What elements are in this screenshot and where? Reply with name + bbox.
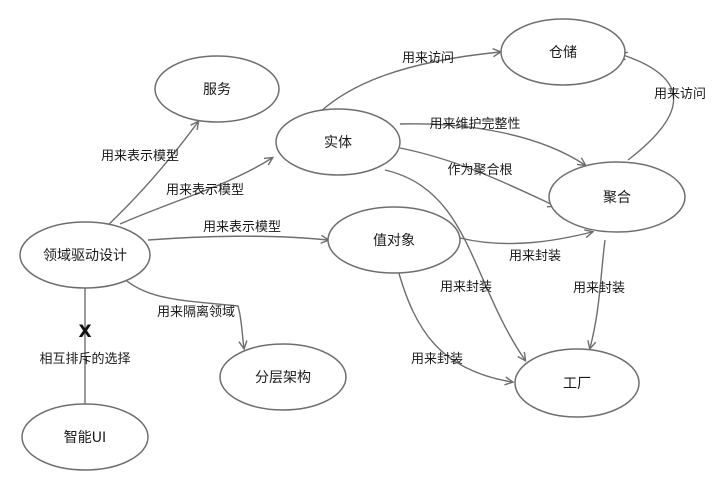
- edge-label-entity-factory: 用来封装: [440, 280, 492, 295]
- edge-label-entity-agg-integrity: 用来维护完整性: [429, 117, 520, 132]
- edge-label-agg-repo: 用来访问: [654, 87, 706, 102]
- node-smart-ui-label: 智能UI: [64, 430, 106, 446]
- edge-label-ddd-entity: 用来表示模型: [166, 183, 244, 198]
- edge-label-ddd-layered: 用来隔离领域: [157, 304, 235, 320]
- mutually-exclusive-x-mark: X: [78, 322, 91, 342]
- node-factory: 工厂: [514, 348, 640, 418]
- node-entity: 实体: [275, 108, 401, 176]
- node-ddd-label: 领域驱动设计: [43, 248, 127, 264]
- node-smart-ui: 智能UI: [21, 403, 149, 471]
- node-layered-label: 分层架构: [255, 370, 311, 386]
- node-value-object-label: 值对象: [373, 233, 415, 249]
- edge-aggregate-to-factory: [590, 239, 606, 348]
- node-ddd: 领域驱动设计: [19, 221, 151, 289]
- node-value-object: 值对象: [327, 206, 461, 274]
- edge-ddd-to-layered: [119, 274, 244, 348]
- node-repository: 仓储: [500, 18, 626, 86]
- edge-ddd-to-service: [104, 122, 198, 229]
- edge-label-ddd-smartui: 相互排斥的选择: [39, 351, 130, 367]
- edge-value-to-factory: [397, 269, 512, 382]
- edge-label-value-agg: 用来封装: [509, 249, 561, 264]
- node-repository-label: 仓储: [549, 45, 577, 61]
- edge-ddd-to-entity: [119, 158, 272, 225]
- node-aggregate: 聚合: [548, 161, 686, 233]
- node-layered-architecture: 分层架构: [219, 343, 347, 411]
- edge-label-value-factory: 用来封装: [411, 352, 463, 367]
- edge-label-entity-agg-root: 作为聚合根: [447, 163, 512, 178]
- node-service-label: 服务: [203, 82, 231, 98]
- edge-label-entity-repo: 用来访问: [402, 51, 454, 66]
- node-aggregate-label: 聚合: [603, 190, 631, 206]
- edge-entity-to-factory: [384, 169, 525, 360]
- edge-aggregate-to-repository: [620, 54, 675, 161]
- edge-entity-to-repository: [319, 52, 500, 113]
- edge-ddd-to-value-object: [147, 236, 328, 240]
- edge-entity-to-aggregate-integrity: [399, 123, 585, 165]
- edge-entity-to-aggregate-root: [399, 147, 555, 206]
- edge-label-agg-factory: 用来封装: [573, 281, 625, 296]
- node-factory-label: 工厂: [563, 376, 591, 392]
- edge-label-ddd-value: 用来表示模型: [203, 220, 281, 235]
- node-entity-label: 实体: [324, 135, 352, 151]
- edge-value-to-aggregate: [459, 232, 592, 245]
- node-service: 服务: [154, 55, 280, 123]
- edge-label-ddd-service: 用来表示模型: [101, 149, 179, 164]
